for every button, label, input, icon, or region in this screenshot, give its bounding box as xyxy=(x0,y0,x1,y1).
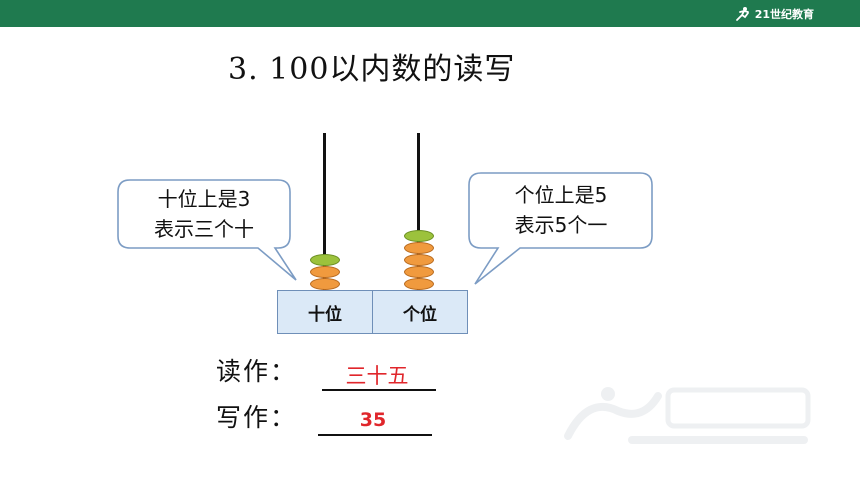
left-speech-bubble xyxy=(117,179,297,281)
tens-bead-1 xyxy=(309,278,340,290)
runner-icon xyxy=(735,7,749,21)
brand-logo: 21世纪教育 xyxy=(734,4,814,24)
tens-bead-3 xyxy=(309,254,340,266)
left-bubble-line1: 十位上是3 xyxy=(157,187,251,211)
tens-place-label: 十位 xyxy=(308,304,342,325)
tens-bead-2 xyxy=(309,266,340,278)
right-bubble-text: 个位上是5 表示5个一 xyxy=(472,180,650,240)
write-answer: 35 xyxy=(359,409,387,431)
ones-place-label: 个位 xyxy=(372,291,467,333)
top-banner: 21世纪教育 xyxy=(0,0,860,27)
left-bubble-line2: 表示三个十 xyxy=(154,217,254,241)
ones-bead-4 xyxy=(403,242,434,254)
ones-bead-2 xyxy=(403,266,434,278)
ones-rod xyxy=(417,133,420,290)
right-bubble-line2: 表示5个一 xyxy=(514,213,608,237)
logo-text: 21世纪教育 xyxy=(754,8,814,21)
left-bubble-text: 十位上是3 表示三个十 xyxy=(120,184,288,244)
ones-bead-3 xyxy=(403,254,434,266)
read-label: 读作： xyxy=(216,357,298,386)
ones-bead-1 xyxy=(403,278,434,290)
write-answer-line xyxy=(318,434,432,436)
write-label: 写作： xyxy=(216,403,298,432)
tens-rod xyxy=(323,133,326,290)
ones-bead-5 xyxy=(403,230,434,242)
page-title: 3. 100以内数的读写 xyxy=(228,52,516,87)
read-answer: 三十五 xyxy=(345,364,409,388)
right-speech-bubble xyxy=(468,172,653,285)
abacus-base: 十位 个位 xyxy=(277,290,468,334)
read-answer-line xyxy=(322,389,436,391)
right-bubble-line1: 个位上是5 xyxy=(514,183,608,207)
watermark-logo-icon xyxy=(564,387,811,444)
